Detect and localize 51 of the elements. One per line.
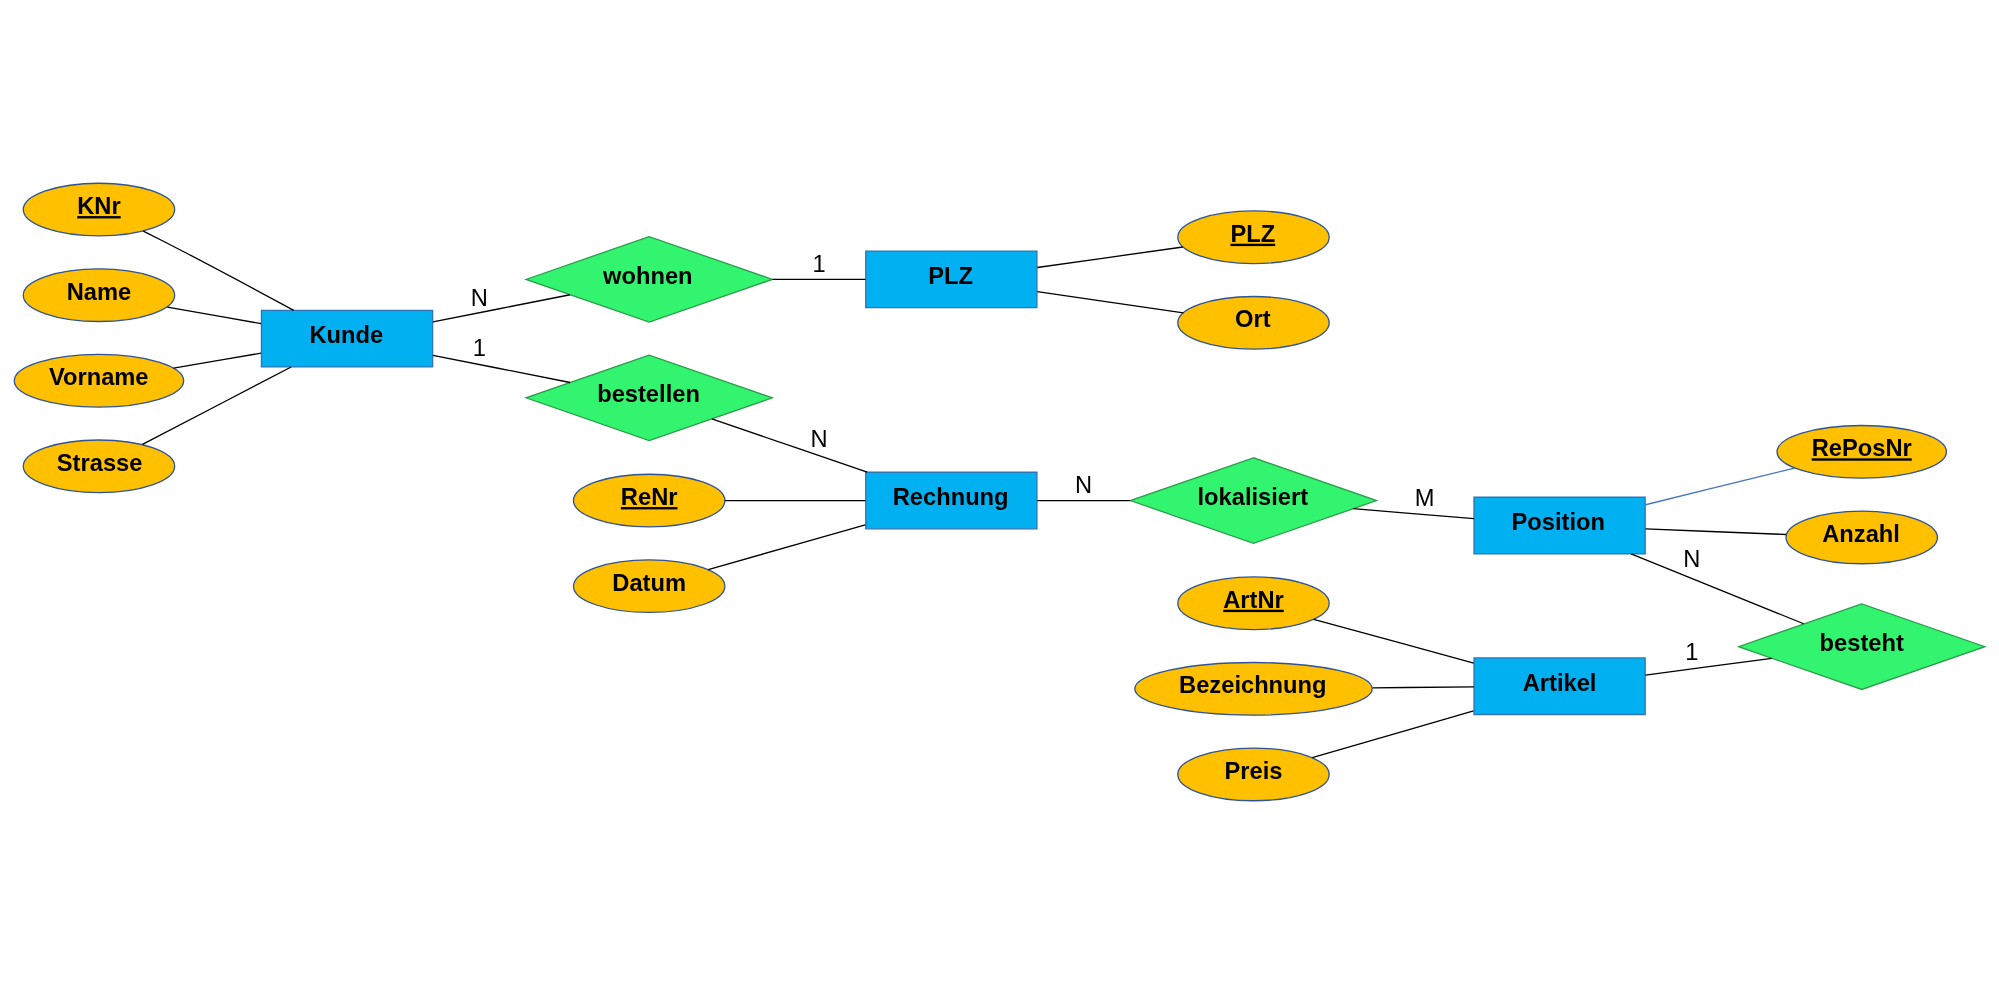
edge-label: N [1683, 545, 1701, 572]
node-ellipse: Strasse [22, 438, 176, 493]
node-box: Artikel [1473, 656, 1646, 715]
connector [711, 417, 868, 473]
connector [1371, 685, 1475, 688]
node-ellipse: Preis [1177, 746, 1330, 801]
node-ellipse: RePosNr [1776, 424, 1948, 479]
node-ellipse: Name [22, 267, 176, 322]
node-diamond: wohnen [524, 235, 775, 323]
connector [1644, 466, 1796, 505]
connector [172, 351, 262, 369]
connector [707, 523, 866, 570]
edge-label: N [470, 284, 488, 311]
node-diamond: bestellen [524, 353, 775, 441]
connector [771, 278, 867, 280]
edge-label: 1 [1685, 638, 1699, 665]
node-ellipse: Vorname [13, 353, 185, 408]
node-diamond: besteht [1736, 602, 1987, 690]
node-ellipse: PLZ [1177, 209, 1330, 264]
connector [724, 499, 867, 501]
connector [1644, 657, 1773, 676]
edge-label: N [810, 425, 828, 452]
node-box: PLZ [865, 249, 1038, 308]
connector [141, 365, 292, 445]
node-box: Kunde [260, 309, 434, 368]
connector [432, 354, 571, 383]
connector [142, 229, 295, 311]
connector [1311, 709, 1475, 758]
node-box: Position [1473, 496, 1646, 555]
node-box: Rechnung [865, 471, 1038, 529]
connector [432, 293, 571, 323]
node-diamond: lokalisiert [1128, 456, 1379, 544]
connector [1036, 499, 1131, 501]
node-ellipse: Datum [572, 558, 726, 613]
node-ellipse: KNr [22, 182, 176, 237]
connector [1630, 552, 1805, 624]
connector [1644, 527, 1787, 535]
node-ellipse: ReNr [572, 473, 726, 528]
connector [1313, 618, 1475, 664]
edge-label: M [1414, 484, 1435, 511]
node-ellipse: Anzahl [1785, 509, 1939, 564]
connector [1036, 245, 1184, 268]
node-ellipse: Ort [1177, 295, 1330, 350]
connector [166, 305, 262, 324]
edge-label: 1 [812, 250, 826, 277]
node-ellipse: ArtNr [1177, 575, 1330, 630]
node-ellipse: Bezeichnung [1134, 661, 1373, 716]
edge-label: N [1075, 471, 1093, 498]
connector [1352, 507, 1475, 519]
connector [1036, 290, 1184, 313]
edge-label: 1 [472, 334, 486, 361]
